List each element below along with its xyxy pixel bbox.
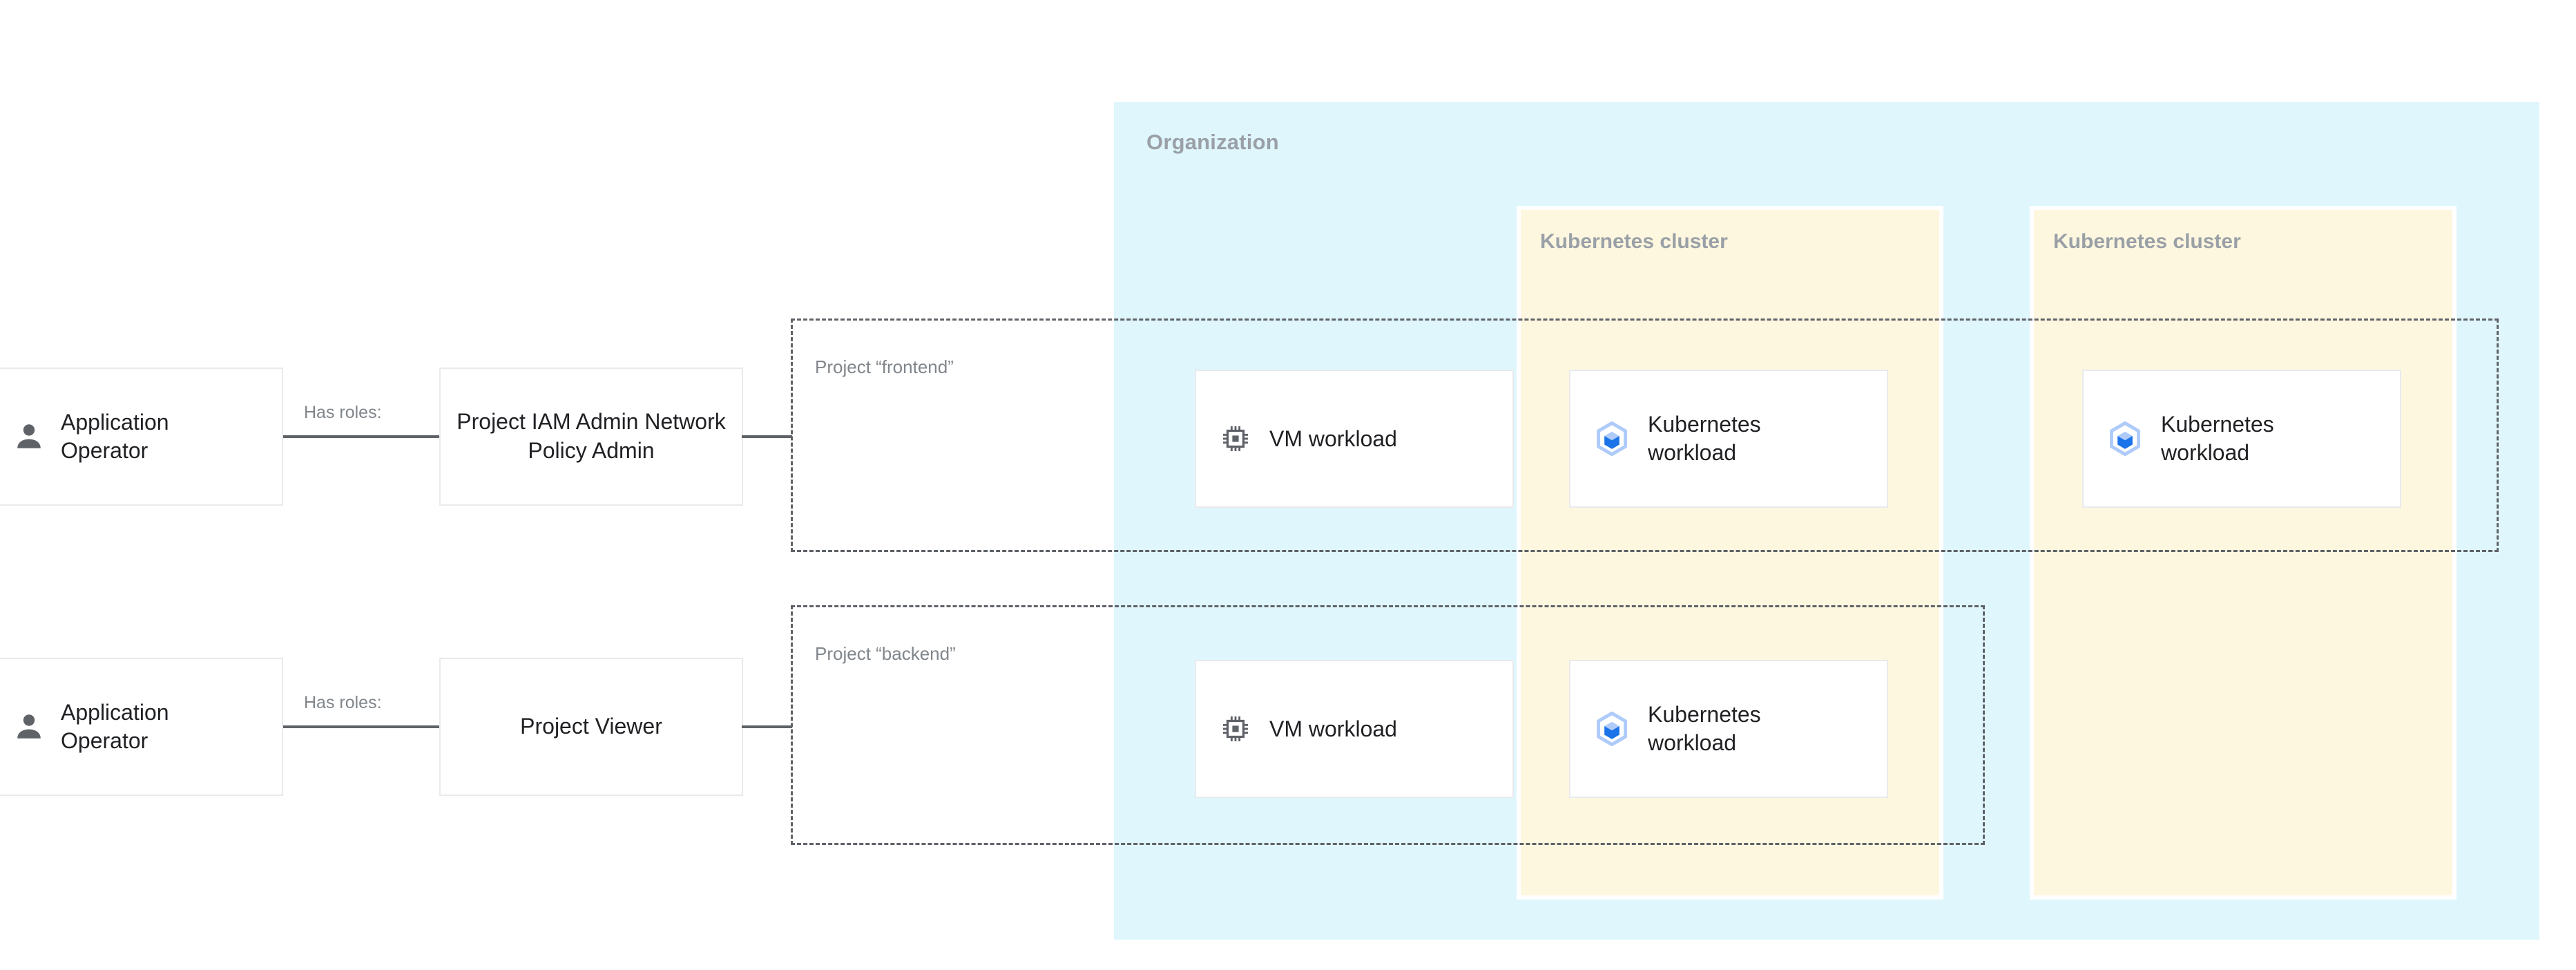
project-label-frontend: Project “frontend” bbox=[815, 356, 954, 377]
persona-content-1: Application Operator bbox=[12, 408, 206, 465]
connector-persona-role-1 bbox=[283, 435, 441, 438]
organization-label: Organization bbox=[1146, 130, 1279, 154]
workload-content: VM workload bbox=[1220, 713, 1397, 745]
workload-content: Kubernetes workload bbox=[1594, 701, 1829, 757]
role-label-2: Project Viewer bbox=[520, 714, 662, 739]
workload-card-kubernetes-frontend-1: Kubernetes workload bbox=[1569, 370, 1888, 508]
persona-card-2: Application Operator bbox=[0, 658, 283, 796]
workload-card-vm-backend: VM workload bbox=[1195, 660, 1514, 798]
kubernetes-icon bbox=[2110, 421, 2140, 457]
kubernetes-cluster-label-1: Kubernetes cluster bbox=[1540, 230, 1728, 253]
cpu-chip-icon bbox=[1222, 426, 1249, 452]
workload-label: VM workload bbox=[1269, 426, 1397, 451]
person-icon bbox=[17, 714, 41, 739]
workload-card-vm-frontend: VM workload bbox=[1195, 370, 1514, 508]
persona-content-2: Application Operator bbox=[12, 698, 206, 755]
kubernetes-icon bbox=[1597, 711, 1627, 747]
project-label-backend: Project “backend” bbox=[815, 643, 956, 664]
workload-card-kubernetes-frontend-2: Kubernetes workload bbox=[2082, 370, 2401, 508]
workload-content: Kubernetes workload bbox=[1594, 410, 1829, 467]
cpu-chip-icon bbox=[1222, 716, 1249, 742]
persona-label-1: Application Operator bbox=[61, 410, 169, 463]
workload-content: Kubernetes workload bbox=[2107, 410, 2342, 467]
workload-card-kubernetes-backend: Kubernetes workload bbox=[1569, 660, 1888, 798]
role-card-1: Project IAM Admin Network Policy Admin bbox=[439, 368, 743, 506]
person-icon bbox=[17, 424, 41, 448]
kubernetes-cluster-container-2 bbox=[2030, 206, 2457, 900]
role-label-1: Project IAM Admin Network Policy Admin bbox=[456, 409, 726, 463]
project-boundary-backend bbox=[791, 605, 1985, 845]
persona-card-1: Application Operator bbox=[0, 368, 283, 506]
edge-label-has-roles-1: Has roles: bbox=[304, 403, 382, 422]
workload-label: Kubernetes workload bbox=[1648, 412, 1761, 465]
workload-label: Kubernetes workload bbox=[1648, 702, 1761, 755]
workload-label: VM workload bbox=[1269, 716, 1397, 741]
kubernetes-icon bbox=[1597, 421, 1627, 457]
connector-role-project-2 bbox=[742, 725, 792, 728]
kubernetes-cluster-label-2: Kubernetes cluster bbox=[2053, 230, 2241, 253]
persona-label-2: Application Operator bbox=[61, 700, 169, 753]
workload-content: VM workload bbox=[1220, 423, 1397, 455]
connector-persona-role-2 bbox=[283, 725, 441, 728]
edge-label-has-roles-2: Has roles: bbox=[304, 693, 382, 712]
connector-role-project-1 bbox=[742, 435, 792, 438]
role-card-2: Project Viewer bbox=[439, 658, 743, 796]
workload-label: Kubernetes workload bbox=[2161, 412, 2274, 465]
